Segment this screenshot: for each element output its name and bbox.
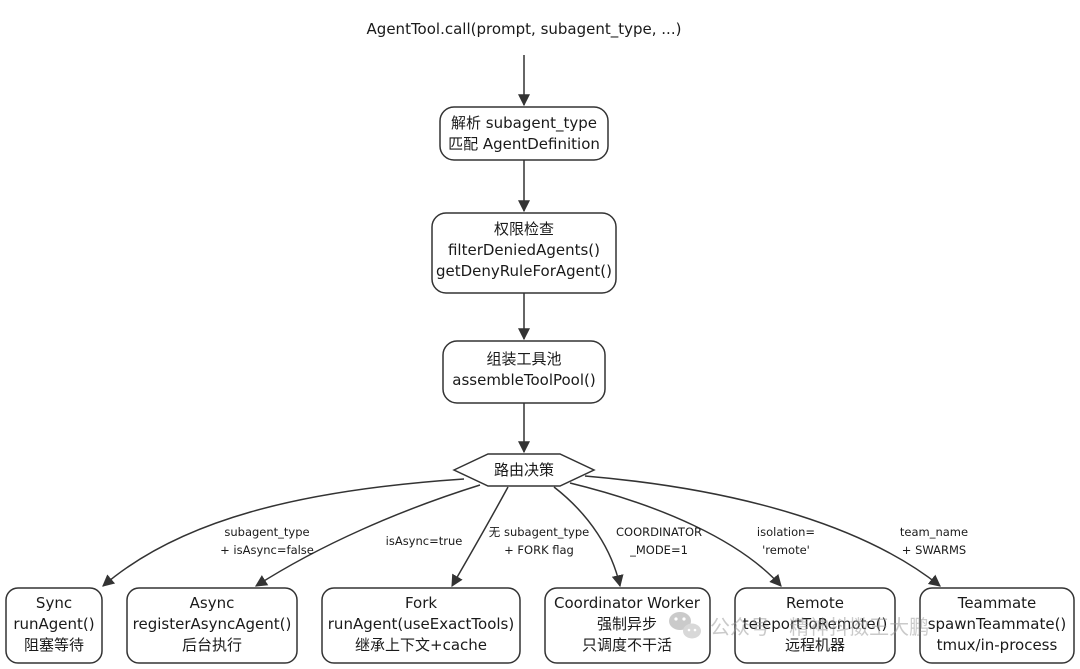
edge-label-teammate: team_name + SWARMS [900, 525, 968, 557]
node-async-line-1: Async [190, 594, 235, 612]
node-route-sync: Sync runAgent() 阻塞等待 [5, 587, 103, 664]
node-permission-check: 权限检查 filterDeniedAgents() getDenyRuleFor… [431, 212, 617, 294]
edge-label-async-line-1: isAsync=true [386, 534, 463, 548]
edge-label-coordinator-line-2: _MODE=1 [629, 543, 688, 557]
node-async-line-2: registerAsyncAgent() [133, 615, 292, 633]
node-coordinator-line-2: 强制异步 [597, 615, 657, 633]
edge-route-fork [451, 486, 509, 588]
node-fork-line-2: runAgent(useExactTools) [328, 615, 514, 633]
edge-route-teammate [584, 475, 941, 587]
edge-route-remote [569, 482, 782, 587]
node-sync-line-2: runAgent() [13, 615, 94, 633]
edge-label-fork-line-2: + FORK flag [504, 543, 574, 557]
node-perm-line-3: getDenyRuleForAgent() [436, 262, 612, 280]
node-assemble-tool-pool: 组装工具池 assembleToolPool() [442, 340, 606, 404]
edge-label-sync: subagent_type + isAsync=false [220, 525, 314, 557]
node-route-remote: Remote teleportToRemote() 远程机器 [734, 587, 896, 664]
node-async-line-3: 后台执行 [182, 636, 242, 654]
edge-label-async: isAsync=true [386, 534, 463, 548]
edge-label-coordinator: COORDINATOR _MODE=1 [616, 525, 702, 557]
node-sync-line-3: 阻塞等待 [24, 636, 84, 654]
node-coordinator-line-3: 只调度不干活 [582, 636, 672, 654]
node-perm-line-2: filterDeniedAgents() [448, 241, 600, 259]
entry-call-text: AgentTool.call(prompt, subagent_type, ..… [367, 20, 682, 39]
edge-label-sync-line-1: subagent_type [224, 525, 309, 539]
node-route-fork: Fork runAgent(useExactTools) 继承上下文+cache [321, 587, 521, 664]
edge-label-sync-line-2: + isAsync=false [220, 543, 314, 557]
edge-route-sync [102, 478, 465, 587]
edge-label-remote-line-2: 'remote' [762, 543, 810, 557]
node-remote-line-1: Remote [786, 594, 844, 612]
edge-route-coordinator [553, 486, 624, 588]
watermark: 公众号 · 精神抖擞王大鹏 [669, 612, 929, 639]
node-pool-line-1: 组装工具池 [486, 350, 561, 368]
edge-label-fork-line-1: 无 subagent_type [489, 525, 589, 539]
node-perm-line-1: 权限检查 [494, 220, 554, 238]
edge-label-fork: 无 subagent_type + FORK flag [489, 525, 589, 557]
node-route-teammate: Teammate spawnTeammate() tmux/in-process [919, 587, 1075, 664]
edge-label-teammate-line-1: team_name [900, 525, 968, 539]
node-sync-line-1: Sync [36, 594, 72, 612]
node-teammate-line-3: tmux/in-process [937, 636, 1058, 654]
node-remote-line-2: teleportToRemote() [743, 615, 888, 633]
node-parse-subagent-type: 解析 subagent_type 匹配 AgentDefinition [439, 106, 609, 161]
watermark-text: 公众号 · 精神抖擞王大鹏 [710, 615, 929, 639]
edge-label-teammate-line-2: + SWARMS [902, 543, 966, 557]
node-routing-decision: 路由决策 [452, 453, 596, 487]
node-fork-line-1: Fork [405, 594, 437, 612]
node-pool-line-2: assembleToolPool() [452, 371, 595, 389]
node-parse-line-2: 匹配 AgentDefinition [448, 135, 600, 153]
edge-route-async [254, 484, 481, 587]
node-route-coordinator: Coordinator Worker 强制异步 只调度不干活 [544, 587, 711, 664]
node-teammate-line-1: Teammate [957, 594, 1037, 612]
node-parse-line-1: 解析 subagent_type [451, 114, 597, 133]
decision-label: 路由决策 [494, 461, 554, 479]
wechat-icon [669, 612, 701, 639]
node-remote-line-3: 远程机器 [785, 636, 845, 654]
node-route-async: Async registerAsyncAgent() 后台执行 [126, 587, 298, 664]
edge-label-remote: isolation= 'remote' [757, 525, 815, 557]
edge-label-coordinator-line-1: COORDINATOR [616, 525, 702, 539]
node-fork-line-3: 继承上下文+cache [355, 636, 487, 654]
node-coordinator-line-1: Coordinator Worker [554, 594, 701, 612]
edge-label-remote-line-1: isolation= [757, 525, 815, 539]
node-teammate-line-2: spawnTeammate() [928, 615, 1067, 633]
